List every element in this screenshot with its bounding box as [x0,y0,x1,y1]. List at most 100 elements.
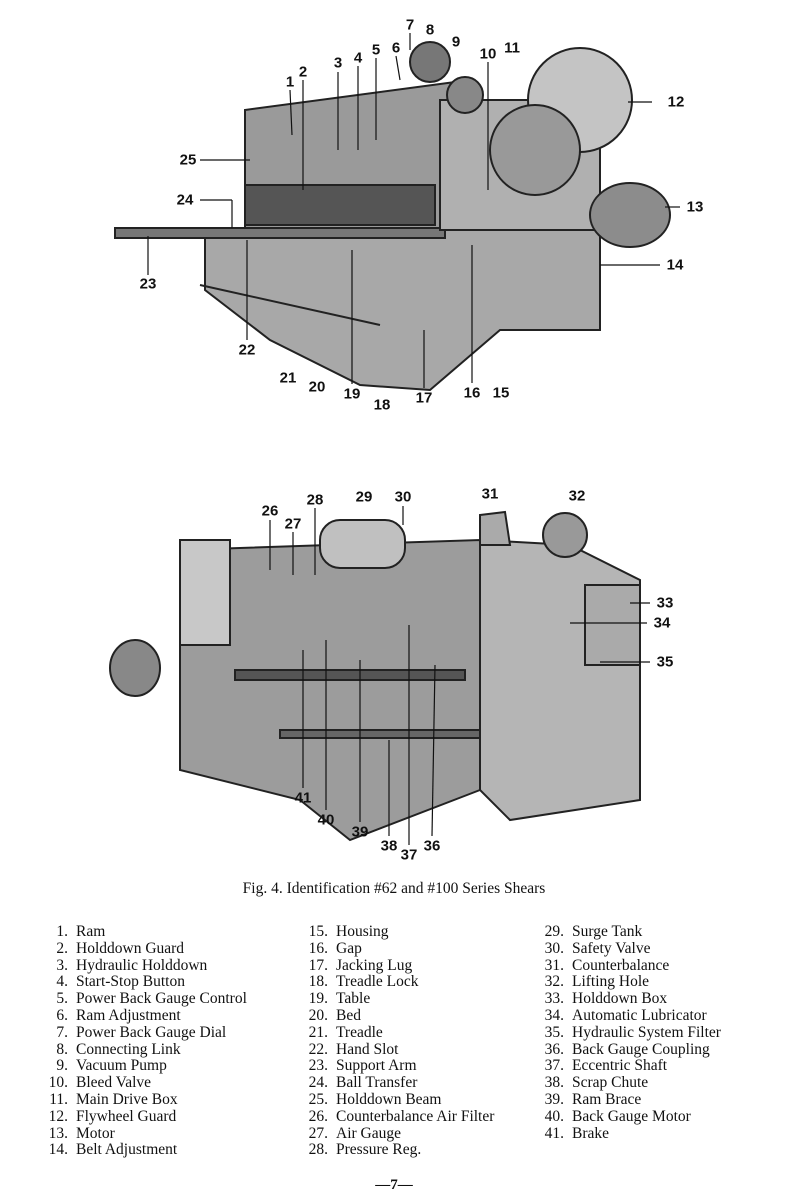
legend-item: 13. Motor [40,1124,247,1143]
callout-number: 22 [238,341,256,359]
legend-item-label: Ram Brace [572,1090,642,1108]
legend-item-number: 23. [308,1057,328,1075]
legend-item-label: Safety Valve [572,939,651,957]
legend-item-number: 5. [56,990,68,1008]
shear-front-photo [114,33,680,392]
callout-number: 3 [333,54,343,72]
legend-item-number: 35. [544,1023,564,1041]
legend-item-number: 36. [544,1040,564,1058]
legend-item-number: 11. [49,1090,68,1108]
legend-item-number: 13. [48,1124,68,1142]
legend-item-label: Power Back Gauge Dial [76,1023,227,1041]
callout-number: 1 [285,73,295,91]
legend-item: 18.Treadle Lock [300,974,494,991]
legend-item: 31.Counterbalance [536,957,721,975]
legend-item: 21.Treadle [300,1024,494,1042]
legend-item: 8.Connecting Link [40,1040,247,1059]
legend-item-label: Motor [76,1124,115,1142]
callout-number: 10 [479,45,497,63]
legend-item-label: Ball Transfer [336,1074,418,1092]
legend-item-label: Gap [336,939,362,957]
legend-item-label: Holddown Guard [76,939,185,957]
callout-number: 40 [317,811,335,829]
legend-item: 3.Hydraulic Holddown [40,957,247,975]
callout-number: 20 [308,378,326,396]
legend-item-number: 12. [48,1107,68,1125]
legend-item-label: Hand Slot [336,1040,399,1058]
legend-item-number: 25. [308,1090,328,1108]
legend-item-number: 17. [308,956,328,974]
legend-item-label: Support Arm [336,1057,417,1075]
legend-item: 23. Support Arm [300,1058,494,1075]
callout-number: 9 [451,33,461,51]
legend-item-label: Vacuum Pump [76,1057,167,1075]
legend-item-number: 16. [308,939,328,957]
legend-item-number: 27. [308,1124,328,1142]
callout-number: 7 [405,16,415,34]
callout-number: 17 [415,389,433,407]
legend-item-label: Start-Stop Button [76,973,185,991]
legend-item: 29. Surge Tank [536,923,721,941]
callout-number: 31 [481,485,499,503]
legend-item-label: Back Gauge Motor [572,1107,691,1125]
legend-item-number: 29. [544,923,564,940]
legend-item-number: 24. [308,1074,328,1092]
shear-rear-photo [109,506,650,845]
legend-item: 30.Safety Valve [536,939,721,958]
callout-number: 11 [504,39,520,57]
legend-item-number: 7. [56,1023,68,1041]
legend-item: 19.Table [300,990,494,1008]
legend-item-label: Ram Adjustment [76,1006,181,1024]
legend-item-label: Pressure Reg. [336,1141,422,1159]
callout-number: 6 [391,39,401,57]
legend-item-number: 33. [544,990,564,1008]
callout-number: 15 [492,384,510,402]
legend-item: 17.Jacking Lug [300,956,494,975]
callout-number: 23 [139,275,157,293]
legend-item-label: Lifting Hole [572,973,650,991]
callout-number: 29 [355,488,373,506]
legend-item: 22.Hand Slot [300,1040,494,1059]
legend-item: 5. Power Back Gauge Control [40,990,247,1008]
legend-item-number: 37. [544,1057,564,1075]
legend-item: 12.Flywheel Guard [40,1107,247,1126]
legend-item-number: 15. [308,923,328,940]
legend-item-number: 26. [308,1107,328,1125]
callout-number: 34 [653,614,671,632]
legend-item: 2. Holddown Guard [40,939,247,958]
legend-item: 26. Counterbalance Air Filter [300,1107,495,1126]
legend-item-number: 8. [56,1040,68,1058]
page-number: —7— [375,1177,413,1193]
legend-item: 4.Start-Stop Button [40,974,247,991]
legend-item-label: Power Back Gauge Control [76,990,247,1008]
legend-item: 41. Brake [536,1124,721,1143]
legend-item-label: Treadle Lock [336,973,419,991]
legend-item: 16. Gap [300,939,494,958]
callout-number: 37 [400,846,418,864]
legend-item-number: 32. [544,973,564,991]
legend-item: 14.Belt Adjustment [40,1142,247,1159]
callout-number: 21 [279,369,297,387]
legend-item-label: Surge Tank [572,923,643,940]
legend-item-label: Brake [572,1124,610,1142]
legend-item: 35.Hydraulic System Filter [536,1023,721,1042]
legend-item: 20.Bed [300,1006,494,1025]
legend-item-number: 38. [544,1074,564,1092]
legend-item: 28.Pressure Reg. [300,1142,494,1159]
legend-item-number: 40. [544,1107,564,1125]
legend-item-label: Air Gauge [336,1124,401,1142]
legend-item-number: 9. [56,1057,68,1075]
callout-number: 28 [306,491,324,509]
callout-number: 41 [294,789,312,807]
callout-number: 12 [667,93,685,111]
legend-item-label: Counterbalance Air Filter [336,1107,495,1125]
legend-item-number: 2. [56,939,68,957]
legend-item-number: 19. [308,990,328,1008]
legend-item-number: 10. [48,1074,68,1092]
legend-item-number: 20. [308,1006,328,1024]
legend-item-number: 41. [544,1124,564,1142]
callout-number: 38 [380,837,398,855]
callout-number: 39 [351,823,369,841]
